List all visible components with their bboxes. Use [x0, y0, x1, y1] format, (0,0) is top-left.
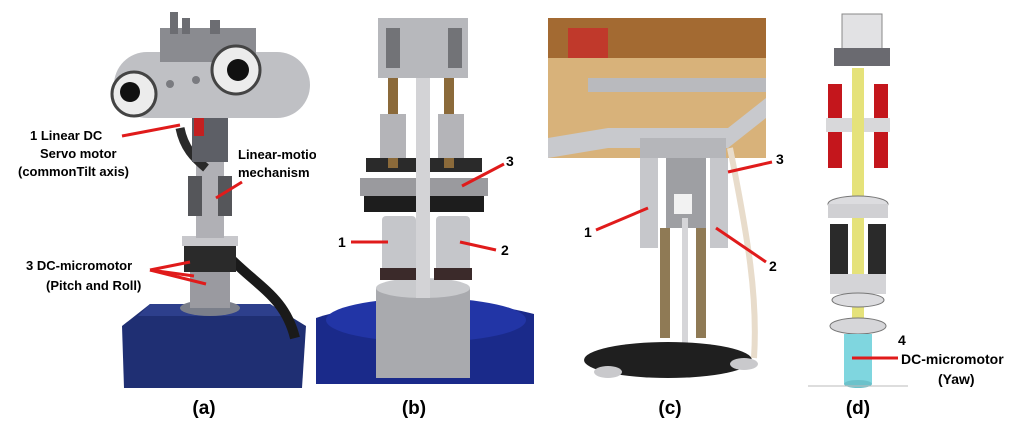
label-yaw: (Yaw) — [938, 371, 975, 387]
label-mechanism: mechanism — [238, 165, 310, 180]
label-d-4: 4 — [898, 332, 906, 348]
label-dc-micromotor-3: 3 DC-micromotor — [26, 258, 133, 273]
label-common-tilt: (commonTilt axis) — [18, 164, 130, 179]
caption-a: (a) — [192, 398, 216, 419]
caption-c: (c) — [658, 398, 682, 419]
label-b-3: 3 — [506, 153, 514, 169]
label-c-1: 1 — [584, 224, 592, 240]
label-linear-motion: Linear-motion — [238, 147, 325, 162]
panel-c-photo — [548, 18, 766, 384]
label-b-1: 1 — [338, 234, 346, 250]
caption-b: (b) — [401, 398, 427, 419]
label-pitch-roll: (Pitch and Roll) — [46, 278, 142, 293]
label-dc-micromotor: DC-micromotor — [901, 351, 1004, 367]
panel-d-cad — [808, 8, 908, 390]
label-c-3: 3 — [776, 151, 784, 167]
label-linear-dc: 1 Linear DC — [30, 128, 103, 143]
panel-b-photo — [316, 18, 534, 384]
panel-a-photo — [110, 8, 320, 393]
label-servo-motor: Servo motor — [40, 146, 117, 161]
label-c-2: 2 — [769, 258, 777, 274]
caption-d: (d) — [845, 398, 871, 419]
label-b-2: 2 — [501, 242, 509, 258]
